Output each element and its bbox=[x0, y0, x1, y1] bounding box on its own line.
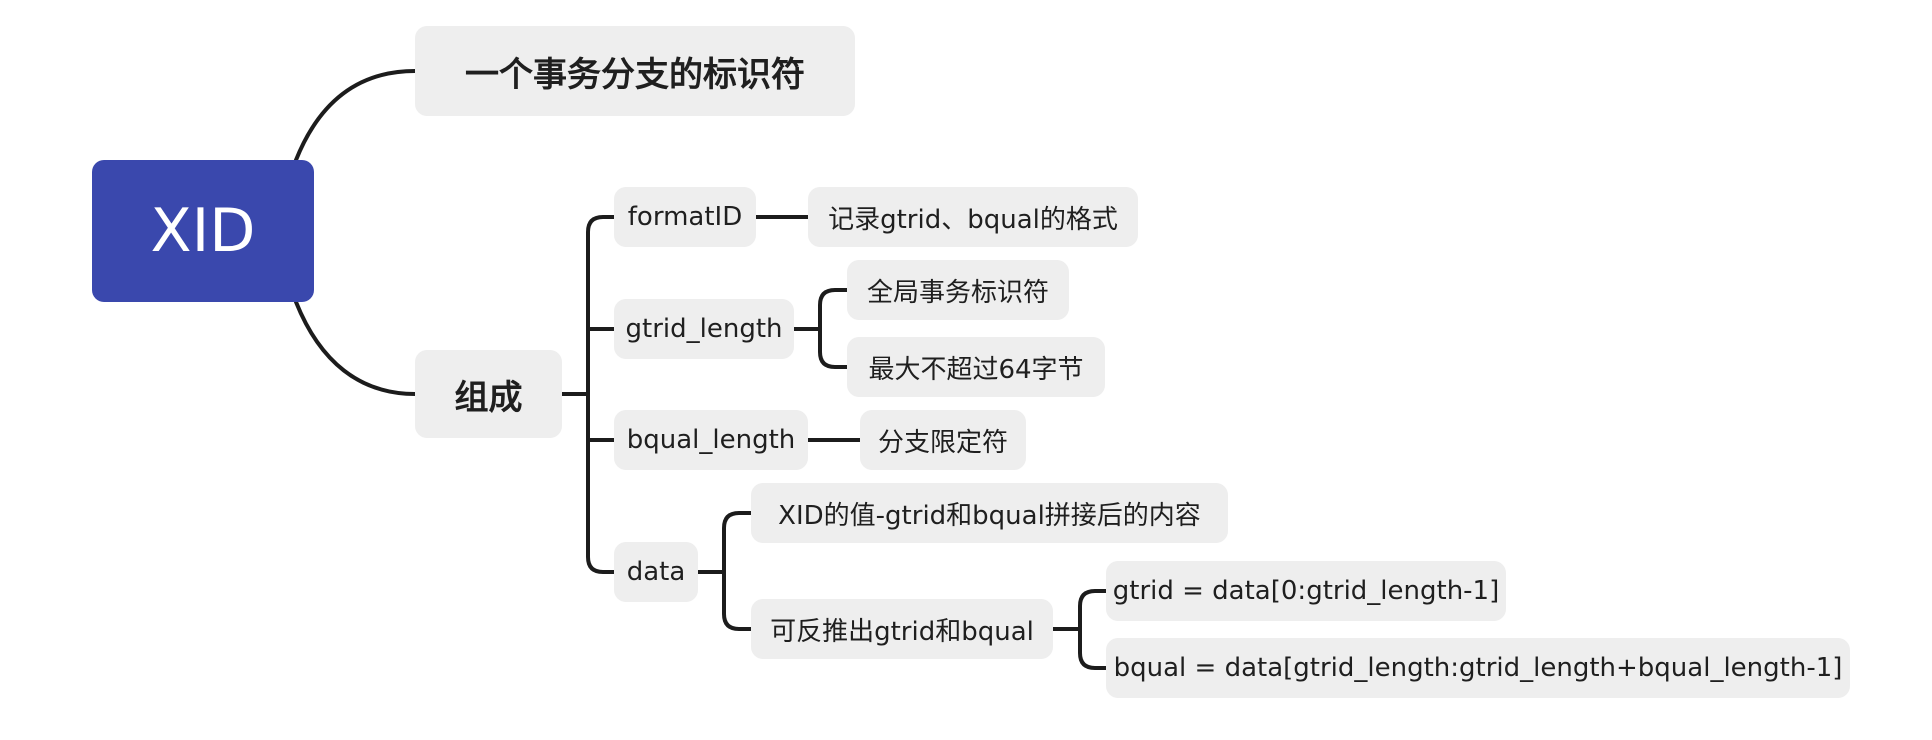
connector-root-desc bbox=[294, 69, 417, 162]
leaf-node-xid-value[interactable]: XID的值-gtrid和bqual拼接后的内容 bbox=[751, 483, 1228, 543]
connector-comp-children bbox=[560, 215, 616, 574]
topic-node-derive[interactable]: 可反推出gtrid和bqual bbox=[751, 599, 1053, 659]
branch-node-description[interactable]: 一个事务分支的标识符 bbox=[415, 26, 855, 116]
connector-data-children bbox=[696, 511, 753, 631]
topic-node-bqual-length[interactable]: bqual_length bbox=[614, 410, 808, 470]
topic-node-data[interactable]: data bbox=[614, 542, 698, 602]
leaf-node-bqual-formula[interactable]: bqual = data[gtrid_length:gtrid_length+b… bbox=[1106, 638, 1850, 698]
connector-glen-children bbox=[792, 288, 849, 369]
leaf-node-formatid-desc[interactable]: 记录gtrid、bqual的格式 bbox=[808, 187, 1138, 247]
connector-root-comp bbox=[294, 300, 417, 396]
leaf-node-max-64-bytes[interactable]: 最大不超过64字节 bbox=[847, 337, 1105, 397]
connector-derive-children bbox=[1051, 589, 1108, 670]
root-node-xid[interactable]: XID bbox=[92, 160, 314, 302]
topic-node-gtrid-length[interactable]: gtrid_length bbox=[614, 299, 794, 359]
topic-node-formatid[interactable]: formatID bbox=[614, 187, 756, 247]
branch-node-composition[interactable]: 组成 bbox=[415, 350, 562, 438]
leaf-node-branch-qualifier[interactable]: 分支限定符 bbox=[860, 410, 1026, 470]
leaf-node-global-tx-id[interactable]: 全局事务标识符 bbox=[847, 260, 1069, 320]
leaf-node-gtrid-formula[interactable]: gtrid = data[0:gtrid_length-1] bbox=[1106, 561, 1506, 621]
